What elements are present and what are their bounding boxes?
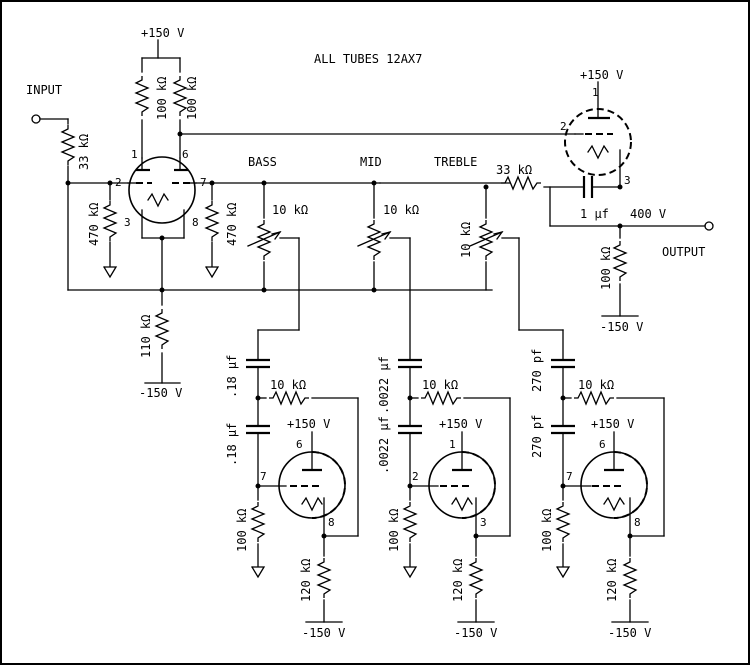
mid-pot: 10 kΩ xyxy=(357,180,419,361)
bass-pot-label: 10 kΩ xyxy=(272,203,308,217)
mid-supply-label: +150 V xyxy=(439,417,482,431)
mid-filter-stage: +150 V -150 V 1 2 3 10 kΩ .0022 μf .0022… xyxy=(377,356,511,640)
r-tail-label: 110 kΩ xyxy=(139,315,153,358)
treble-rgrid-label: 100 kΩ xyxy=(540,509,554,552)
mid-neg-label: -150 V xyxy=(454,626,497,640)
output-stage: -150 V 1 μf 400 V OUTPUT 100 kΩ +150 V 1… xyxy=(543,68,714,334)
treble-filter-stage: +150 V -150 V 6 7 8 10 kΩ 270 pf 270 pf … xyxy=(530,349,665,640)
bass-cap2-label: .18 μf xyxy=(225,423,239,466)
pin-number: 7 xyxy=(260,470,267,483)
pin-number: 6 xyxy=(599,438,606,451)
v2-supply-label: +150 V xyxy=(580,68,623,82)
treble-fb-label: 10 kΩ xyxy=(578,378,614,392)
output-label: OUTPUT xyxy=(662,245,705,259)
bass-rgrid-label: 100 kΩ xyxy=(235,509,249,552)
pin-number: 2 xyxy=(412,470,419,483)
bass-rk-label: 120 kΩ xyxy=(299,559,313,602)
bass-cap1-label: .18 μf xyxy=(225,355,239,398)
treble-label: TREBLE xyxy=(434,155,477,169)
pin-number: 8 xyxy=(634,516,641,529)
v2-envelope xyxy=(564,108,632,176)
v1-neg-label: -150 V xyxy=(139,386,182,400)
r-grid-v1a-label: 470 kΩ xyxy=(87,203,101,246)
mid-rk-label: 120 kΩ xyxy=(451,559,465,602)
bass-supply-label: +150 V xyxy=(287,417,330,431)
treble-pot-label: 10 kΩ xyxy=(459,222,473,258)
pin-number: 1 xyxy=(592,86,599,99)
r-grid-v1b-label: 470 kΩ xyxy=(225,203,239,246)
pin-number: 1 xyxy=(449,438,456,451)
mid-label: MID xyxy=(360,155,382,169)
pin-number: 3 xyxy=(480,516,487,529)
r-input-label: 33 kΩ xyxy=(77,134,91,170)
input-terminal[interactable] xyxy=(31,114,41,124)
bass-neg-label: -150 V xyxy=(302,626,345,640)
treble-cap1-label: 270 pf xyxy=(530,349,544,392)
out-volt-label: 400 V xyxy=(630,207,666,221)
pin-number: 3 xyxy=(624,174,631,187)
pin-number: 8 xyxy=(192,216,199,229)
bass-label: BASS xyxy=(248,155,277,169)
out-r-label: 100 kΩ xyxy=(599,247,613,290)
treble-supply-label: +150 V xyxy=(591,417,634,431)
bass-fb-label: 10 kΩ xyxy=(270,378,306,392)
pin-number: 1 xyxy=(131,148,138,161)
pin-number: 6 xyxy=(296,438,303,451)
treble-neg-label: -150 V xyxy=(608,626,651,640)
mid-cap1-label: .0022 μf xyxy=(377,356,391,414)
r-v1a-plate-label: 100 kΩ xyxy=(155,77,169,120)
v1-envelope xyxy=(128,156,196,224)
pin-number: 2 xyxy=(115,176,122,189)
out-neg-label: -150 V xyxy=(600,320,643,334)
tube-v1: +150 V -150 V 1 6 2 7 3 xyxy=(115,26,576,400)
pin-number: 3 xyxy=(124,216,131,229)
mid-fb-label: 10 kΩ xyxy=(422,378,458,392)
treble-rk-label: 120 kΩ xyxy=(605,559,619,602)
output-terminal[interactable] xyxy=(704,221,714,231)
r-v1b-plate-label: 100 kΩ xyxy=(185,77,199,120)
treble-series-label: 33 kΩ xyxy=(496,163,532,177)
pin-number: 2 xyxy=(560,120,567,133)
input-stage xyxy=(31,114,493,291)
v1-supply-label: +150 V xyxy=(141,26,184,40)
pin-number: 7 xyxy=(566,470,573,483)
bass-filter-stage: +150 V -150 V 6 7 8 10 kΩ .18 μf .18 μf … xyxy=(225,355,359,640)
diagram-title: ALL TUBES 12AX7 xyxy=(314,52,422,66)
treble-cap2-label: 270 pf xyxy=(530,415,544,458)
out-cap-label: 1 μf xyxy=(580,207,609,221)
pin-number: 6 xyxy=(182,148,189,161)
pin-number: 8 xyxy=(328,516,335,529)
mid-cap2-label: .0022 μf xyxy=(377,416,391,474)
bass-pot: 10 kΩ xyxy=(247,180,308,361)
mid-rgrid-label: 100 kΩ xyxy=(387,509,401,552)
mid-pot-label: 10 kΩ xyxy=(383,203,419,217)
input-label: INPUT xyxy=(26,83,62,97)
treble-pot: 33 kΩ 10 kΩ xyxy=(379,163,564,361)
